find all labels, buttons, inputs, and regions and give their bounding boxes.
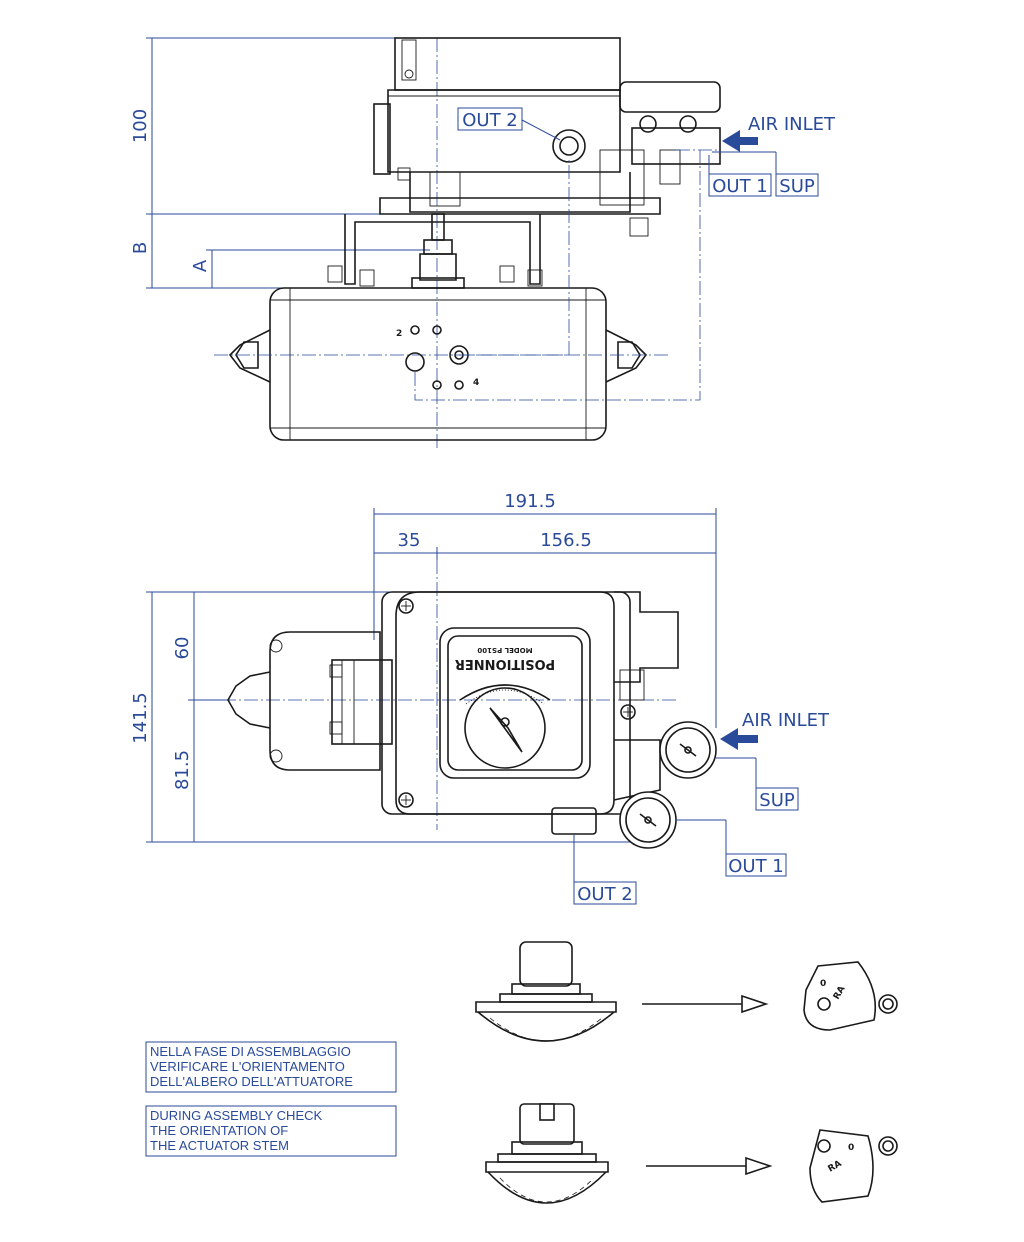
dim-100: 100 [130,109,151,143]
top-out1-label: OUT 1 [712,176,768,197]
note-en-line3: THE ACTUATOR STEM [150,1138,289,1153]
dial-b-ra: RA [827,1159,844,1175]
dim-35: 35 [398,530,421,551]
nameplate-title: POSITIONNER [455,656,555,671]
arrow-left-icon [720,728,758,750]
dial-a [803,961,877,1031]
dim-191-5: 191.5 [504,491,556,512]
note-it-line1: NELLA FASE DI ASSEMBLAGGIO [150,1044,351,1059]
dim-81-5: 81.5 [172,750,193,790]
nameplate-model: MODEL PS100 [477,646,532,654]
stem-detail-b: 0 RA [485,1103,898,1204]
actuator-end [269,631,381,771]
stem-detail-a: 0 RA [475,941,898,1042]
dial-b [809,1129,874,1203]
dim-60: 60 [172,637,193,660]
front-sup-label: SUP [759,790,795,811]
top-air-inlet-label: AIR INLET [748,114,836,135]
actuator-body [269,287,607,441]
dim-b: B [130,242,151,254]
note-en-line2: THE ORIENTATION OF [150,1123,288,1138]
positioner-body [387,89,621,173]
note-it-line2: VERIFICARE L'ORIENTAMENTO [150,1059,345,1074]
port-2-label: 2 [396,329,402,339]
note-it-line3: DELL'ALBERO DELL'ATTUATORE [150,1074,353,1089]
arrow-left-icon [722,130,758,152]
note-english: DURING ASSEMBLY CHECK THE ORIENTATION OF… [145,1105,397,1157]
note-italian: NELLA FASE DI ASSEMBLAGGIO VERIFICARE L'… [145,1041,397,1093]
positioner-cover [394,37,621,91]
top-view: 100 B A [130,37,836,448]
dial-b-zero: 0 [848,1143,854,1153]
nameplate-text: POSITIONNER MODEL PS100 [455,646,555,671]
front-view: 191.5 35 156.5 141.5 60 81.5 [130,491,830,905]
port-4-label: 4 [473,378,479,388]
front-air-inlet-label: AIR INLET [742,710,830,731]
dim-141-5: 141.5 [130,692,151,744]
note-en-line1: DURING ASSEMBLY CHECK [150,1108,323,1123]
top-sup-label: SUP [779,176,815,197]
dim-a: A [190,259,211,272]
front-out2-label: OUT 2 [577,884,633,905]
front-out1-label: OUT 1 [728,856,784,877]
top-out2-label: OUT 2 [462,110,518,131]
dial-a-zero: 0 [820,979,826,989]
dial-a-ra: RA [832,984,848,1001]
dim-156-5: 156.5 [540,530,592,551]
